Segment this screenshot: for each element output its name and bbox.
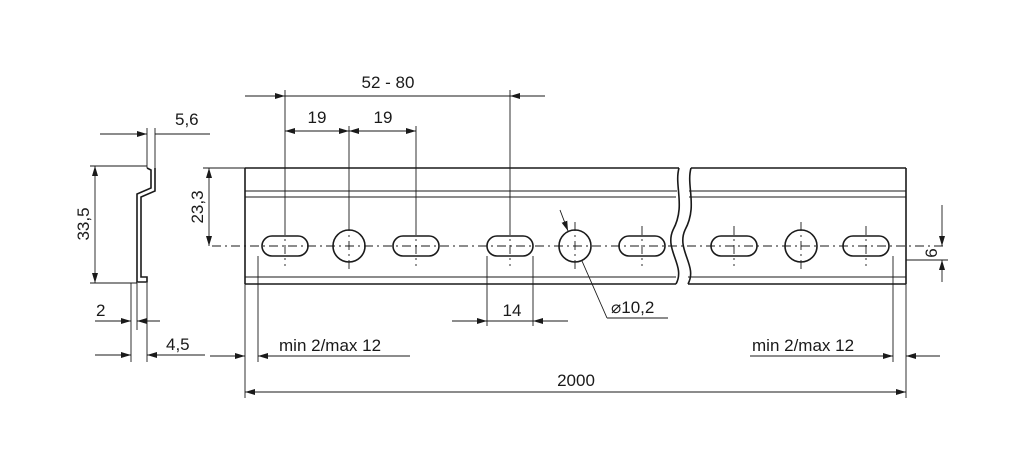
dim-profile-top: 5,6 — [175, 110, 199, 129]
dim-profile-height: 33,5 — [74, 207, 93, 240]
dim-width-overall: 52 - 80 — [362, 73, 415, 92]
dim-end-left: min 2/max 12 — [279, 336, 381, 355]
dim-flange: 4,5 — [166, 335, 190, 354]
dim-hole-diameter: ⌀10,2 — [611, 298, 654, 317]
dim-pitch-2: 19 — [374, 108, 393, 127]
slot-4 — [618, 235, 666, 257]
slot-2 — [392, 235, 440, 257]
dim-edge-offset: 6 — [922, 248, 941, 257]
profile-view: 5,6 33,5 2 4,5 — [74, 110, 210, 362]
dim-thickness: 2 — [96, 301, 105, 320]
front-view-dimensions: 52 - 80 19 19 23,3 6 14 ⌀10,2 min 2/max … — [188, 73, 948, 398]
dim-pitch-1: 19 — [308, 108, 327, 127]
rail-front-view — [212, 167, 945, 285]
dim-hole-height: 23,3 — [188, 190, 207, 223]
slot-6 — [842, 235, 890, 257]
dim-length: 2000 — [557, 371, 595, 390]
slot-1 — [261, 235, 309, 257]
slot-3 — [486, 235, 534, 257]
dim-end-right: min 2/max 12 — [752, 336, 854, 355]
dim-slot-length: 14 — [503, 301, 522, 320]
slot-5 — [710, 235, 758, 257]
